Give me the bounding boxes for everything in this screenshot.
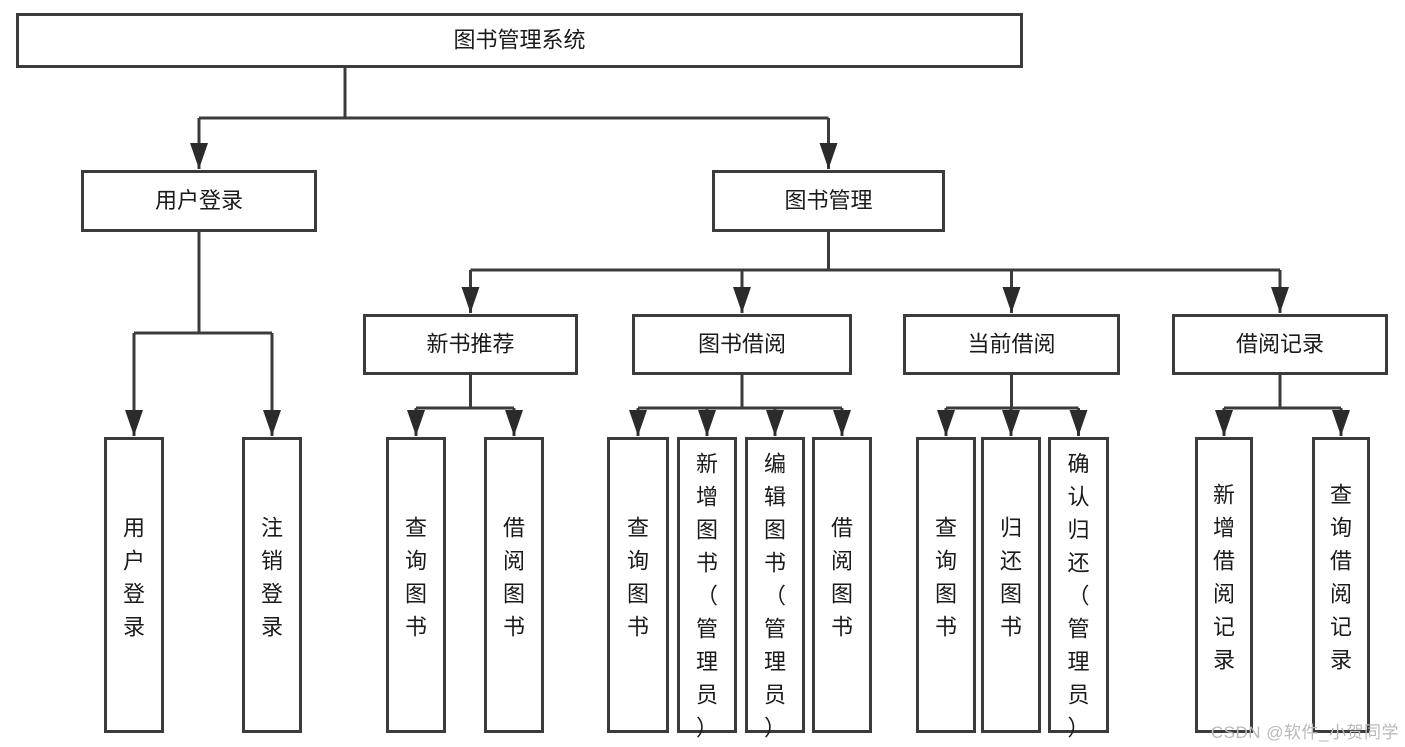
node-leaf-borrow-book-2[interactable]: 借阅图书 (812, 437, 872, 733)
node-current-borrow[interactable]: 当前借阅 (903, 314, 1120, 375)
node-user-login[interactable]: 用户登录 (81, 170, 317, 232)
node-label: 新增借阅记录 (1213, 483, 1235, 673)
node-leaf-logout[interactable]: 注销登录 (242, 437, 302, 733)
node-label: 确认归还（管理员） (1067, 452, 1089, 741)
node-leaf-user-login[interactable]: 用户登录 (104, 437, 164, 733)
node-leaf-query-book-2[interactable]: 查询图书 (607, 437, 669, 733)
node-boxes: 图书管理系统用户登录图书管理新书推荐图书借阅当前借阅借阅记录用户登录注销登录查询… (16, 13, 1388, 741)
node-label: 图书借阅 (698, 331, 786, 356)
node-root[interactable]: 图书管理系统 (16, 13, 1023, 68)
node-leaf-edit-book[interactable]: 编辑图书（管理员） (745, 437, 805, 741)
node-label: 查询借阅记录 (1330, 483, 1352, 673)
node-label: 查询图书 (935, 516, 957, 640)
node-leaf-query-record[interactable]: 查询借阅记录 (1312, 437, 1370, 733)
node-label: 用户登录 (123, 516, 145, 640)
node-leaf-add-book[interactable]: 新增图书（管理员） (677, 437, 737, 741)
node-leaf-query-book-1[interactable]: 查询图书 (386, 437, 446, 733)
node-label: 新书推荐 (426, 331, 514, 356)
node-leaf-return-book[interactable]: 归还图书 (981, 437, 1041, 733)
node-label: 查询图书 (405, 516, 427, 640)
node-label: 注销登录 (261, 516, 283, 640)
node-leaf-confirm-return[interactable]: 确认归还（管理员） (1048, 437, 1109, 741)
node-label: 当前借阅 (967, 331, 1055, 356)
node-label: 图书管理 (784, 188, 872, 213)
watermark-text: CSDN @软件_小贺同学 (1210, 723, 1399, 742)
node-label: 用户登录 (155, 188, 243, 213)
node-label: 图书管理系统 (453, 27, 585, 52)
node-label: 借阅记录 (1236, 331, 1324, 356)
node-book-borrow[interactable]: 图书借阅 (632, 314, 852, 375)
node-new-book-rec[interactable]: 新书推荐 (363, 314, 578, 375)
node-label: 新增图书（管理员） (696, 452, 718, 741)
node-label: 借阅图书 (503, 516, 525, 640)
node-book-manage[interactable]: 图书管理 (712, 170, 945, 232)
node-leaf-borrow-book-1[interactable]: 借阅图书 (484, 437, 544, 733)
node-leaf-add-record[interactable]: 新增借阅记录 (1195, 437, 1253, 733)
node-label: 编辑图书（管理员） (764, 452, 786, 741)
node-label: 借阅图书 (831, 516, 853, 640)
node-label: 查询图书 (627, 516, 649, 640)
node-borrow-record[interactable]: 借阅记录 (1172, 314, 1388, 375)
node-leaf-query-book-3[interactable]: 查询图书 (916, 437, 976, 733)
connector-links (125, 68, 1350, 436)
node-label: 归还图书 (1000, 516, 1022, 640)
